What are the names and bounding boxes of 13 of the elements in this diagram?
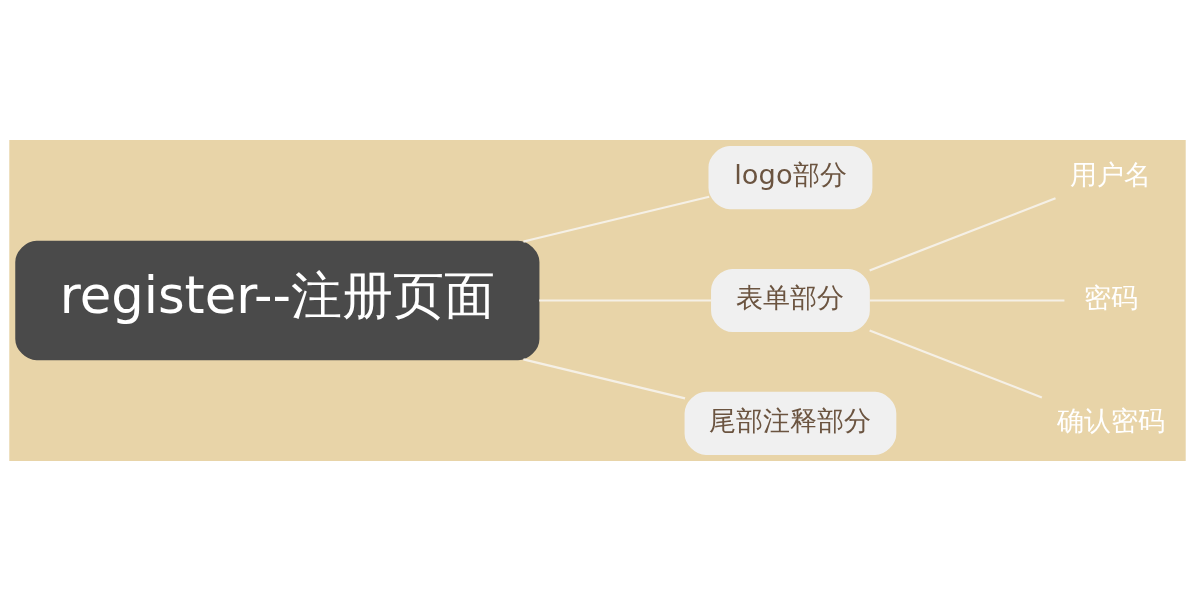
node-box: 尾部注释部分 <box>684 391 897 455</box>
node-box: logo部分 <box>708 145 873 209</box>
connector <box>869 298 1065 302</box>
connector <box>869 196 1056 271</box>
node-box: register--注册页面 <box>15 240 540 360</box>
node-text: 用户名 <box>1070 158 1152 190</box>
node-box: 表单部分 <box>711 268 870 332</box>
connector <box>523 357 686 399</box>
node-text: 密码 <box>1083 281 1138 313</box>
connector <box>869 329 1043 398</box>
connector <box>539 298 712 302</box>
node-text: 确认密码 <box>1056 404 1165 436</box>
connector <box>523 195 710 243</box>
